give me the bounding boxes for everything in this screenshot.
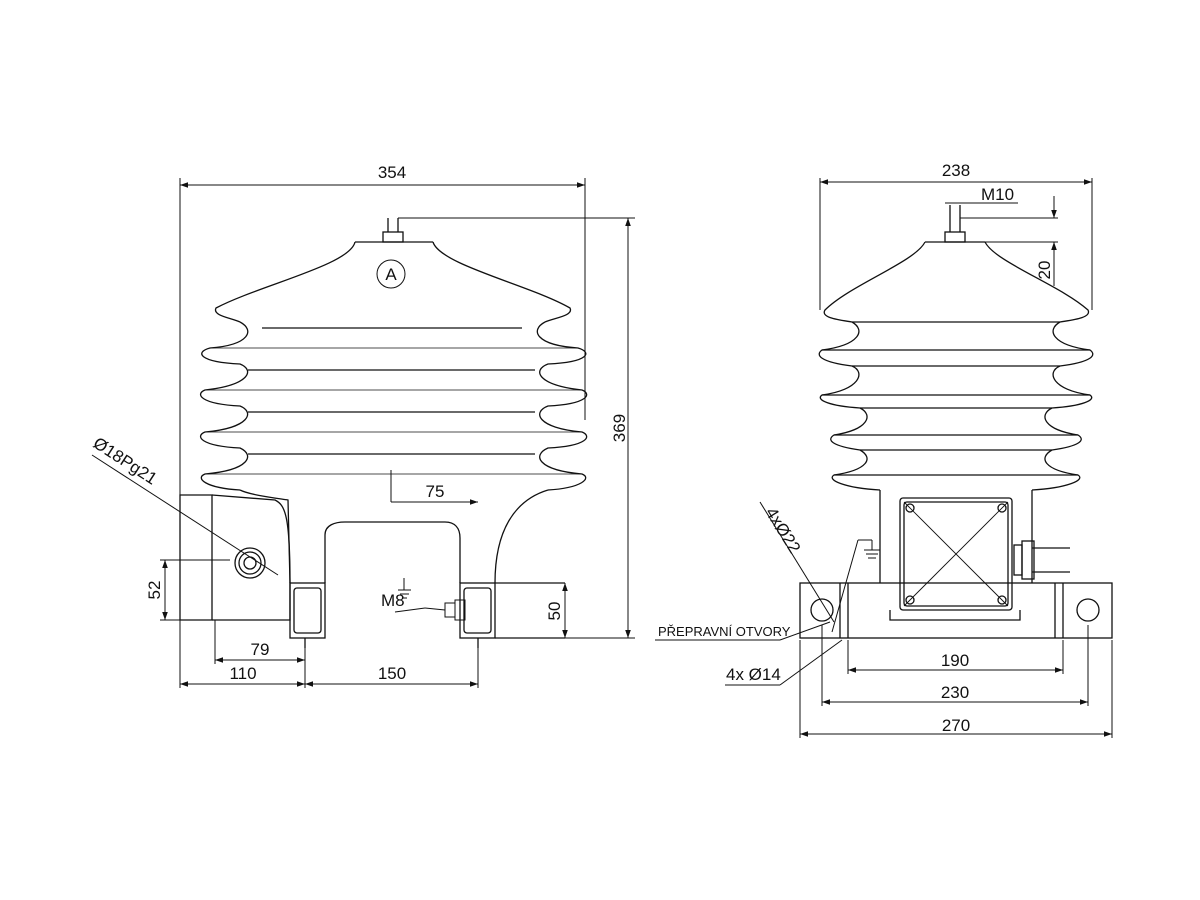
ground-bolt-label: M8 — [381, 591, 405, 610]
transport-holes-label: PŘEPRAVNÍ OTVORY — [658, 624, 791, 639]
front-dim-79: 79 — [251, 640, 270, 659]
front-insulator — [179, 218, 588, 648]
side-insulator — [799, 205, 1113, 639]
front-dimension-lines — [162, 182, 631, 687]
front-dim-width: 354 — [378, 163, 406, 182]
side-dim-270: 270 — [942, 716, 970, 735]
side-extension-lines — [655, 178, 1113, 738]
front-view: M8 A 354 36 — [90, 163, 635, 688]
side-ground-symbol — [831, 539, 880, 633]
front-dim-height: 369 — [610, 414, 629, 442]
side-dim-190: 190 — [941, 651, 969, 670]
lifting-holes-label: 4xØ22 — [762, 504, 805, 557]
front-dim-150: 150 — [378, 664, 406, 683]
front-ground-bolt — [394, 578, 466, 621]
terminal-thread-label: M10 — [981, 185, 1014, 204]
front-dim-hole: 52 — [145, 581, 164, 600]
mount-holes-label: 4x Ø14 — [726, 665, 781, 684]
side-dim-230: 230 — [941, 683, 969, 702]
terminal-mark-label: A — [385, 265, 397, 284]
front-dim-offset: 75 — [426, 482, 445, 501]
terminal-mark-circle — [376, 259, 406, 289]
side-dimension-lines — [800, 179, 1112, 737]
side-view: 238 M10 20 4xØ22 PŘEPRAVNÍ OTVORY 4x Ø14… — [655, 161, 1113, 738]
side-dim-20: 20 — [1035, 261, 1054, 280]
front-dim-50: 50 — [545, 602, 564, 621]
front-dim-110: 110 — [229, 664, 256, 683]
side-dim-width: 238 — [942, 161, 970, 180]
